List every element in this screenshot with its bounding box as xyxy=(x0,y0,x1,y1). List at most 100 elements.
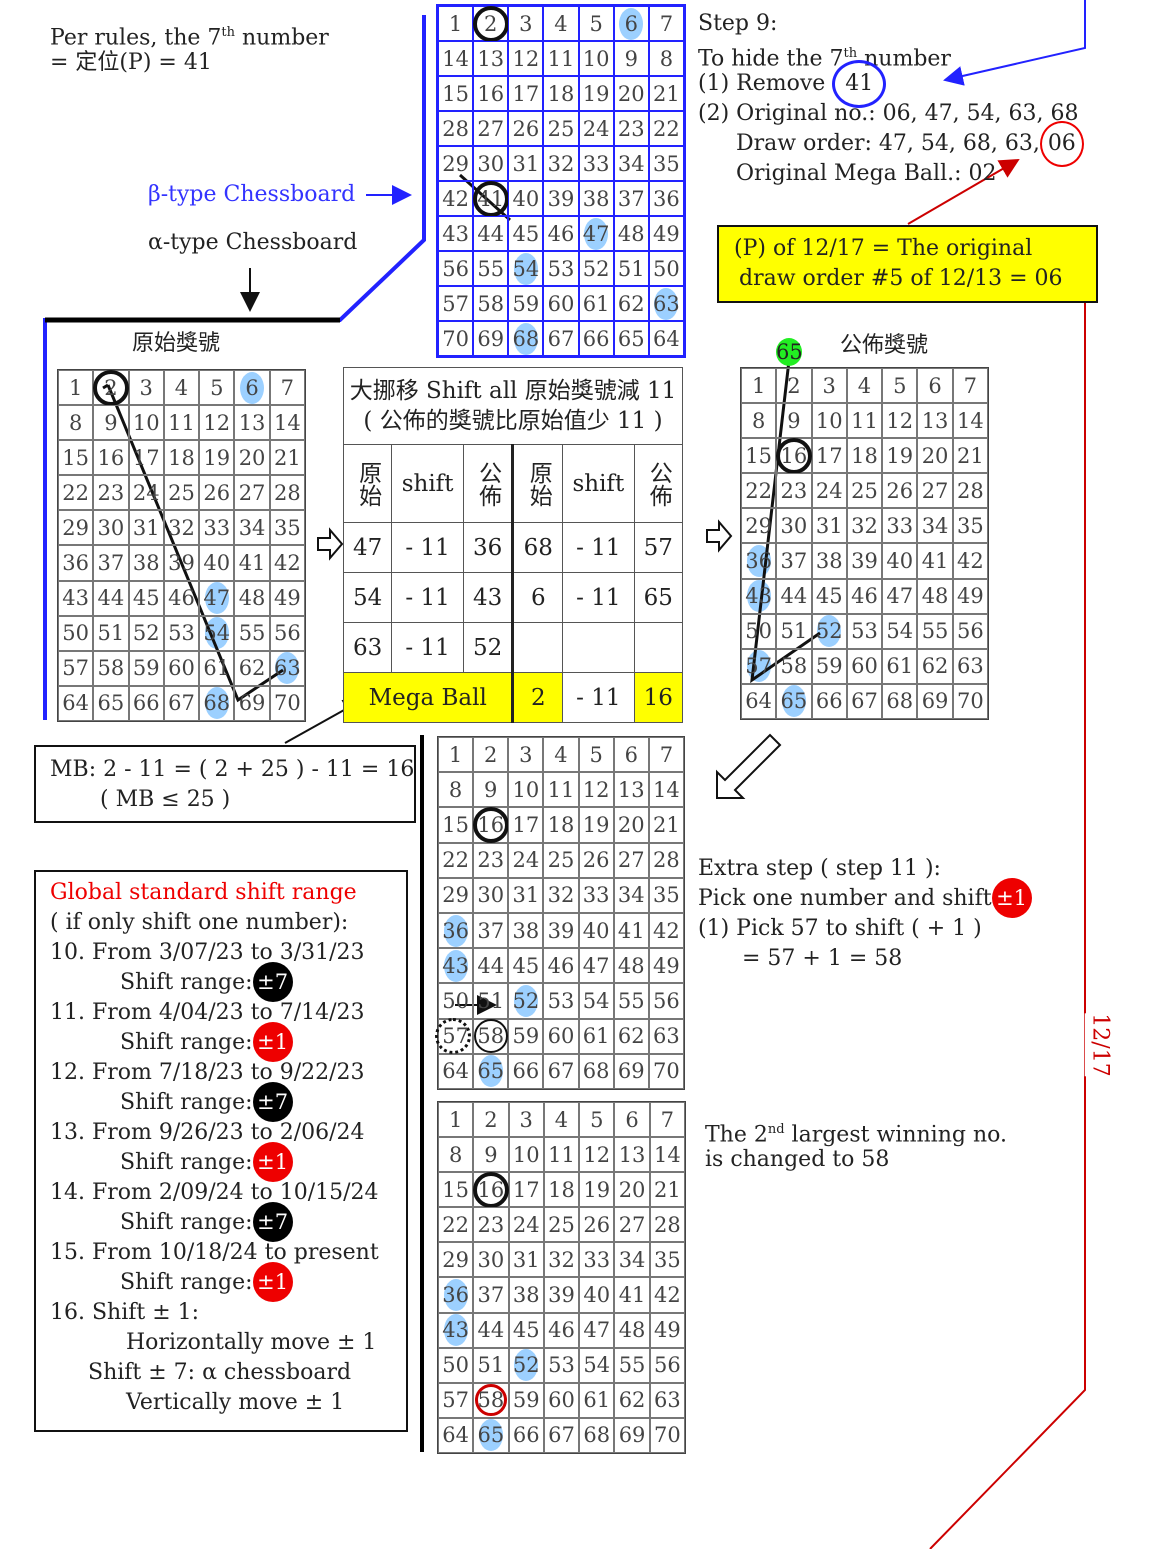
grid-cell: 40 xyxy=(578,913,614,949)
grid-cell: 69 xyxy=(613,1053,649,1089)
grid-cell: 23 xyxy=(93,475,129,511)
grid-cell: 51 xyxy=(473,1347,509,1383)
grid-cell: 67 xyxy=(543,321,579,356)
grid-cell: 42 xyxy=(648,913,684,949)
grid-cell: 57 xyxy=(438,1382,474,1418)
grid-cell: 66 xyxy=(508,1053,544,1089)
range-period: 14. From 2/09/24 to 10/15/24 xyxy=(50,1180,379,1205)
grid-cell: 32 xyxy=(543,877,579,913)
date-label: 12/17 xyxy=(1084,1013,1115,1077)
grid-cell: 14 xyxy=(649,1137,685,1173)
grid-cell: 68 xyxy=(508,321,544,356)
grid-cell: 33 xyxy=(579,1242,615,1278)
grid-cell: 6 xyxy=(613,737,649,773)
grid-cell: 48 xyxy=(614,1312,650,1348)
grid-cell: 7 xyxy=(649,1102,685,1138)
grid-cell: 24 xyxy=(811,473,847,509)
grid-cell: 44 xyxy=(473,948,509,984)
grid-cell: 59 xyxy=(508,1018,544,1054)
grid-cell: 18 xyxy=(543,807,579,843)
grid-cell: 4 xyxy=(543,6,579,41)
grid-cell: 32 xyxy=(846,508,883,544)
grid-cell: 60 xyxy=(846,648,883,684)
grid-cell: 43 xyxy=(438,1312,474,1348)
shift-badge: ±7 xyxy=(252,962,293,1002)
grid-cell: 22 xyxy=(648,111,684,146)
grid-cell: 44 xyxy=(93,580,129,616)
grid-cell: 33 xyxy=(199,510,235,546)
grid-cell: 12 xyxy=(578,772,614,808)
grid-cell: 50 xyxy=(648,251,684,286)
grid-cell: 28 xyxy=(648,842,684,878)
grid-cell: 65 xyxy=(473,1417,509,1453)
grid-cell: 9 xyxy=(473,1137,509,1173)
grid-cell: 20 xyxy=(613,76,649,111)
grid-cell: 51 xyxy=(473,983,509,1019)
range-period: 15. From 10/18/24 to present xyxy=(50,1240,379,1265)
range-value: Shift range:±1 xyxy=(120,1262,293,1302)
grid-cell: 1 xyxy=(438,6,474,41)
grid-cell: 22 xyxy=(438,842,474,878)
grid-cell: 25 xyxy=(163,475,200,511)
grid-cell: 42 xyxy=(269,545,305,581)
second-line1: The 2nd largest winning no. xyxy=(705,1122,1007,1148)
position-text: = 定位(P) = 41 xyxy=(50,50,212,75)
grid-cell: 67 xyxy=(163,685,200,721)
grid-cell: 67 xyxy=(846,683,883,719)
table-cell: 57 xyxy=(633,522,684,573)
range-period: 12. From 7/18/23 to 9/22/23 xyxy=(50,1060,365,1085)
grid-cell: 52 xyxy=(578,251,614,286)
grid-cell: 3 xyxy=(508,1102,544,1138)
table-cell xyxy=(511,622,564,673)
grid-cell: 6 xyxy=(614,1102,650,1138)
grid-cell: 49 xyxy=(648,216,684,251)
grid-cell: 54 xyxy=(199,615,235,651)
grid-cell: 24 xyxy=(578,111,614,146)
grid-cell: 60 xyxy=(543,286,579,321)
grid-cell: 7 xyxy=(952,368,988,404)
grid-cell: 57 xyxy=(58,650,94,686)
shift-badge: ±1 xyxy=(252,1022,293,1062)
grid-cell: 39 xyxy=(543,913,579,949)
grid-cell: 46 xyxy=(163,580,200,616)
grid-cell: 53 xyxy=(846,613,883,649)
grid-cell: 35 xyxy=(648,877,684,913)
grid-cell: 15 xyxy=(438,807,474,843)
grid-cell: 17 xyxy=(811,438,847,474)
range-value: Shift range:±1 xyxy=(120,1142,293,1182)
grid-cell: 48 xyxy=(234,580,270,616)
grid-cell: 20 xyxy=(917,438,953,474)
grid-cell: 22 xyxy=(741,473,777,509)
grid-cell: 55 xyxy=(473,251,509,286)
grid-cell: 36 xyxy=(438,913,474,949)
grid-cell: 24 xyxy=(508,842,544,878)
grid-cell: 10 xyxy=(578,41,614,76)
grid-cell: 4 xyxy=(543,1102,580,1138)
grid-cell: 46 xyxy=(543,948,579,984)
grid-cell: 32 xyxy=(163,510,200,546)
grid-cell: 57 xyxy=(438,286,474,321)
grid-cell: 50 xyxy=(58,615,94,651)
grid-cell: 31 xyxy=(128,510,164,546)
grid-cell: 51 xyxy=(613,251,649,286)
grid-cell: 4 xyxy=(846,368,883,404)
grid-cell: 28 xyxy=(649,1207,685,1243)
grid-cell: 6 xyxy=(234,370,270,406)
table-cell: 52 xyxy=(462,622,514,673)
grid-cell: 37 xyxy=(776,543,812,579)
grid-cell: 36 xyxy=(58,545,94,581)
grid-cell: 44 xyxy=(776,578,812,614)
grid-cell: 42 xyxy=(438,181,474,216)
step9-line3: (2) Original no.: 06, 47, 54, 63, 68 xyxy=(698,101,1079,126)
grid-cell: 33 xyxy=(578,146,614,181)
grid-cell: 69 xyxy=(917,683,953,719)
rule-text: Per rules, the 7th number xyxy=(50,25,329,51)
grid-cell: 65 xyxy=(776,683,812,719)
grid-cell: 42 xyxy=(952,543,988,579)
grid-cell: 14 xyxy=(438,41,474,76)
extra-line2: Pick one number and shift±1 xyxy=(698,878,1032,918)
grid-cell: 43 xyxy=(438,948,474,984)
alpha-label: α-type Chessboard xyxy=(148,230,358,255)
